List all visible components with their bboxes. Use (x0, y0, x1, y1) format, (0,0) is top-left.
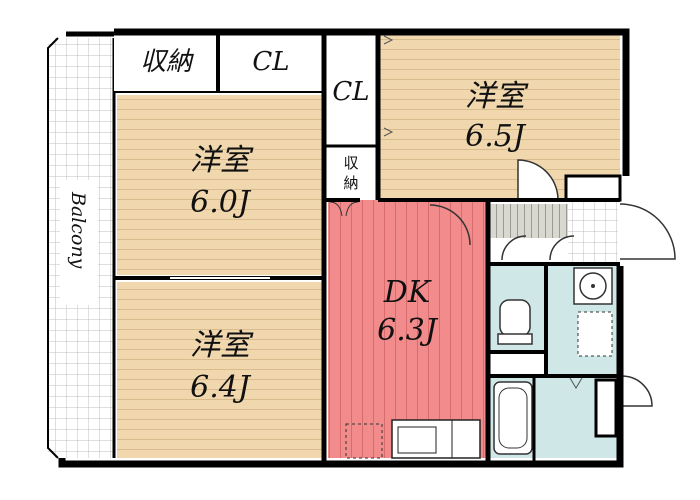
storage-top-left-label: 収納 (140, 47, 194, 77)
balcony: Balcony (47, 37, 116, 459)
toilet-room (490, 266, 544, 352)
bedroom-north-left-size: 6.0J (190, 185, 252, 220)
bedroom-north-right: 洋室 6.5J (380, 32, 620, 198)
storage-small-line2: 納 (343, 174, 358, 192)
closet-center-label: CL (332, 77, 369, 107)
bedroom-north-right-size: 6.5J (465, 119, 527, 154)
dining-kitchen-name: DK (383, 275, 432, 310)
bedroom-south-left-size: 6.4J (190, 370, 252, 405)
closet-top-label: CL (252, 47, 289, 77)
storage-small-line1: 収 (343, 154, 358, 172)
bedroom-north-left: 洋室 6.0J (117, 95, 324, 275)
bedroom-north-left-name: 洋室 (190, 143, 254, 178)
dining-kitchen: DK 6.3J (328, 200, 486, 459)
bedroom-north-right-name: 洋室 (465, 79, 529, 114)
washroom (548, 266, 618, 374)
dining-kitchen-size: 6.3J (377, 313, 439, 348)
door-swing-bedroom-north-right (517, 159, 559, 201)
bathroom (490, 375, 653, 458)
door-swing-dk (429, 204, 471, 246)
bedroom-south-left: 洋室 6.4J (117, 282, 324, 458)
entrance (490, 174, 676, 266)
balcony-label: Balcony (67, 191, 89, 269)
storage-top-row: 収納 CL (114, 32, 324, 107)
bedroom-south-left-name: 洋室 (190, 328, 254, 363)
walls (58, 28, 630, 468)
closet-center: CL 収 納 (326, 32, 380, 198)
